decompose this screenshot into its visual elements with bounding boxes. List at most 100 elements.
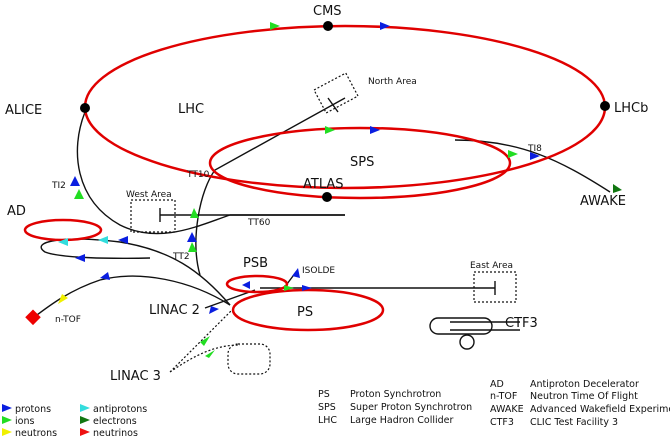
legend-item-protons: protons [2, 404, 51, 415]
legend-item-neutrons: neutrons [2, 428, 57, 436]
lhcb-dot [600, 101, 610, 111]
ion-arrow-icon [200, 336, 210, 346]
proton-arrow-icon [70, 176, 80, 186]
east-area-label: East Area [470, 261, 513, 271]
ion-arrow-icon [188, 242, 197, 252]
ad-line [40, 238, 231, 306]
legend-item-antiprotons: antiprotons [80, 404, 147, 415]
proton-arrow-icon [292, 268, 300, 278]
ctf3-ring [429, 317, 493, 335]
alice-label: ALICE [5, 103, 42, 118]
ions-arrow-icon [2, 416, 12, 424]
west-area-label: West Area [126, 190, 172, 200]
abbreviations-right: AD Antiproton Decelerator n-TOF Neutron Ti… [490, 379, 670, 428]
abbreviations-left: PS Proton Synchrotron SPS Super Proton Syn… [318, 389, 472, 426]
atlas-label: ATLAS [303, 177, 344, 192]
proton-arrow-icon [100, 272, 110, 280]
ctf3-circle [459, 334, 475, 350]
ti8-label: TI8 [527, 144, 542, 154]
ion-arrow-icon [284, 285, 294, 291]
svg-text:electrons: electrons [93, 416, 137, 427]
svg-text:PS: PS [318, 389, 330, 400]
svg-text:protons: protons [15, 404, 51, 415]
proton-arrow-icon [118, 236, 128, 244]
svg-text:CLIC Test Facility 3: CLIC Test Facility 3 [530, 417, 618, 428]
antiprotons-arrow-icon [80, 404, 90, 412]
svg-text:Antiproton Decelerator: Antiproton Decelerator [530, 379, 639, 390]
linac2-label: LINAC 2 [149, 303, 200, 318]
svg-text:AD: AD [490, 379, 504, 390]
protons-arrow-icon [2, 404, 12, 412]
west-area-box [130, 199, 176, 233]
svg-text:LHC: LHC [318, 415, 337, 426]
ion-arrow-icon [74, 189, 84, 199]
antiproton-arrow-icon [98, 236, 108, 244]
electrons-arrow-icon [80, 416, 90, 424]
svg-text:neutrinos: neutrinos [93, 428, 138, 436]
ion-arrow-icon [325, 126, 335, 134]
alice-dot [80, 103, 90, 113]
proton-arrow-icon [187, 232, 197, 242]
svg-text:Neutron Time Of Flight: Neutron Time Of Flight [530, 391, 638, 402]
proton-arrow-icon [209, 306, 219, 314]
ad-ring [23, 218, 103, 242]
ion-arrow-icon [270, 22, 280, 30]
ti2-line [76, 111, 345, 235]
lhc-label: LHC [178, 102, 204, 117]
linac2-line [204, 289, 256, 309]
proton-arrow-icon [302, 285, 312, 291]
cms-label: CMS [313, 4, 342, 19]
svg-text:SPS: SPS [318, 402, 336, 413]
svg-text:antiprotons: antiprotons [93, 404, 147, 415]
neutrons-arrow-icon [2, 428, 12, 436]
neutrinos-arrow-icon [80, 428, 90, 436]
proton-arrow-icon [370, 126, 380, 134]
ctf3-label: CTF3 [505, 316, 538, 331]
svg-text:ions: ions [15, 416, 34, 427]
antiproton-arrow-icon [58, 238, 68, 246]
beam-arrows [58, 22, 622, 358]
ctf3-lines [450, 321, 520, 331]
sps-label: SPS [350, 155, 374, 170]
svg-text:Super Proton Synchrotron: Super Proton Synchrotron [350, 402, 472, 413]
tt2-label: TT2 [172, 252, 190, 262]
ntof-target [25, 309, 41, 326]
svg-text:n-TOF: n-TOF [490, 391, 517, 402]
svg-text:neutrons: neutrons [15, 428, 57, 436]
proton-arrow-icon [380, 22, 390, 30]
svg-text:Advanced Wakefield Experiment: Advanced Wakefield Experiment [530, 404, 670, 415]
east-area-box [473, 271, 517, 303]
proton-arrow-icon [75, 254, 85, 262]
proton-arrow-icon [530, 152, 540, 160]
ion-arrow-icon [508, 150, 518, 158]
proton-arrow-icon [242, 281, 250, 289]
ps-ring [231, 288, 385, 332]
cms-dot [323, 21, 333, 31]
svg-text:AWAKE: AWAKE [490, 404, 524, 415]
linac3-label: LINAC 3 [110, 369, 161, 384]
north-area-target [327, 97, 339, 113]
ntof-label: n-TOF [55, 315, 81, 325]
atlas-dot [322, 192, 332, 202]
psb-ring [225, 274, 289, 294]
legend: protons ions neutrons antiprotons electr… [2, 404, 147, 436]
lhc-ring [83, 24, 607, 190]
svg-text:Proton Synchrotron: Proton Synchrotron [350, 389, 441, 400]
north-area-box [313, 72, 359, 114]
svg-text:Large Hadron Collider: Large Hadron Collider [350, 415, 454, 426]
ad-label: AD [7, 204, 26, 219]
isolde-label: ISOLDE [302, 266, 335, 276]
ion-arrow-icon [205, 350, 215, 358]
legend-item-neutrinos: neutrinos [80, 428, 138, 436]
leir-ring [227, 343, 271, 375]
ps-label: PS [297, 305, 313, 320]
electron-arrow-icon [613, 184, 622, 193]
north-area-label: North Area [368, 77, 417, 87]
awake-label: AWAKE [580, 194, 626, 209]
ion-arrow-icon [190, 208, 199, 218]
legend-item-ions: ions [2, 416, 34, 427]
sps-ring [208, 126, 512, 200]
svg-text:CTF3: CTF3 [490, 417, 514, 428]
